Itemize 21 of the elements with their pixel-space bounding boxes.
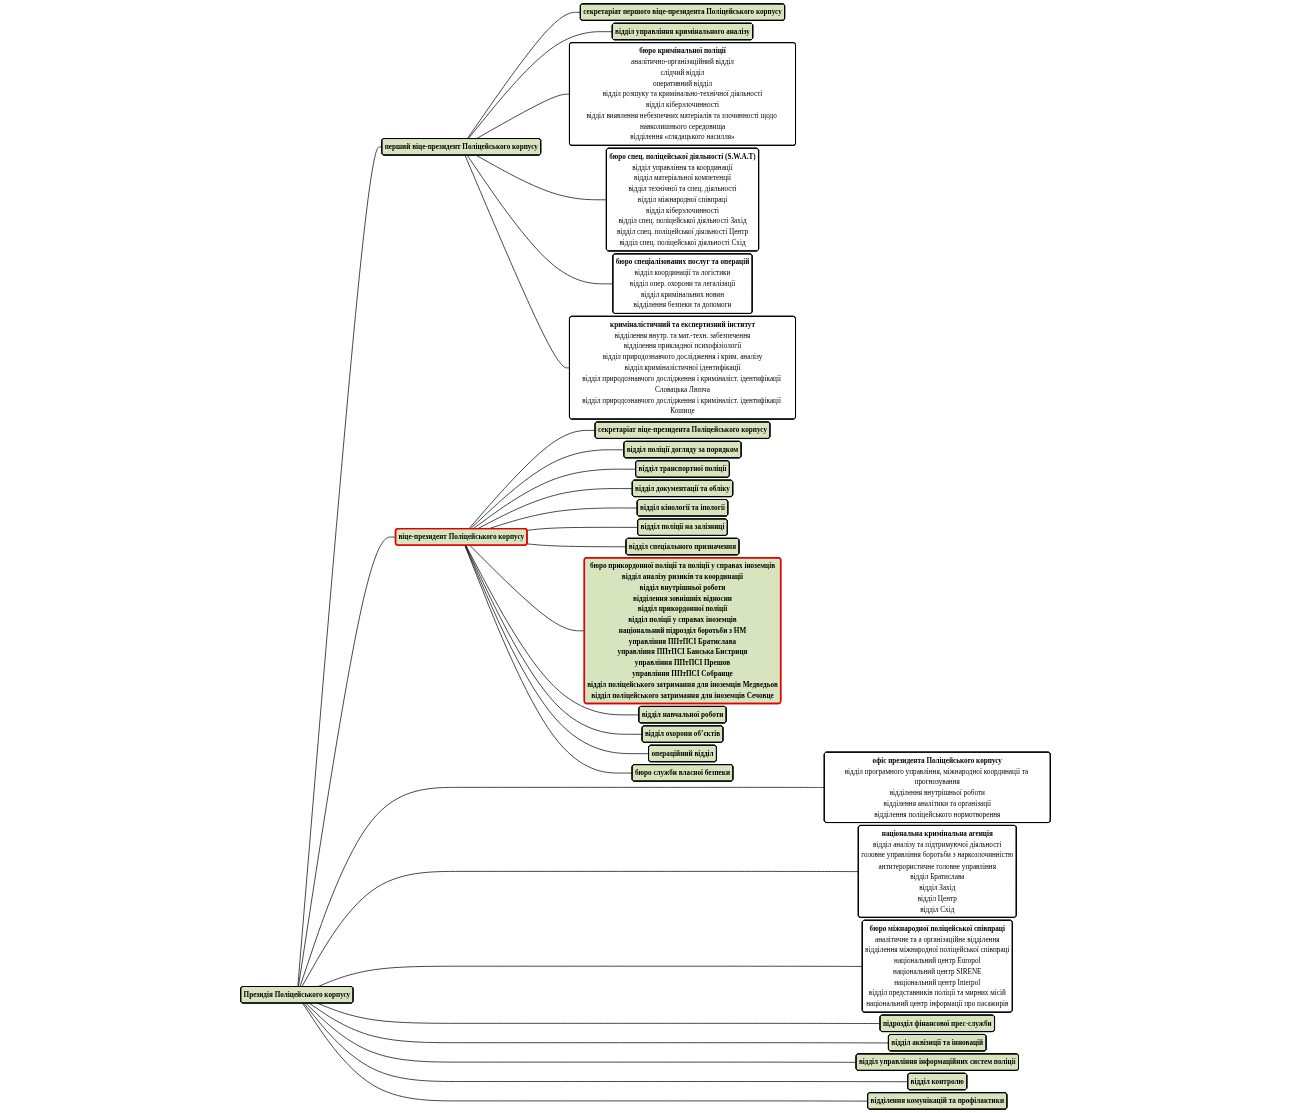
- connector: [467, 31, 613, 140]
- connector: [526, 527, 639, 531]
- connector: [301, 871, 859, 988]
- connector: [299, 787, 825, 988]
- connector: [469, 545, 585, 632]
- connector: [468, 430, 596, 530]
- connector: [470, 449, 625, 530]
- connector: [464, 545, 633, 774]
- connector: [477, 488, 633, 530]
- connector: [466, 154, 614, 285]
- connector: [302, 1002, 869, 1102]
- connector: [303, 1002, 909, 1083]
- connector: [297, 146, 383, 988]
- connector: [526, 543, 627, 548]
- connector: [475, 154, 607, 201]
- connector: [466, 11, 581, 140]
- connector: [472, 468, 637, 530]
- connector: [308, 1002, 889, 1044]
- connector: [464, 154, 571, 369]
- connector: [305, 1002, 857, 1063]
- connector: [475, 93, 571, 140]
